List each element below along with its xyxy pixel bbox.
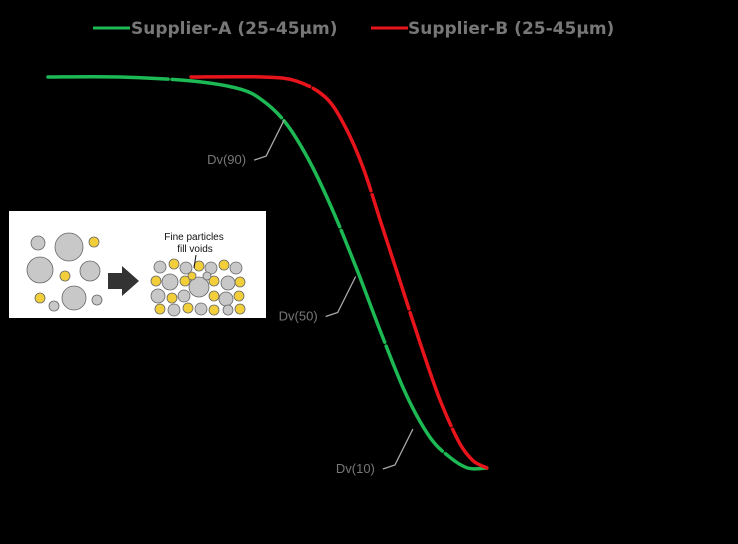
packed-fine-particle — [208, 290, 220, 302]
coarse-particle — [54, 232, 84, 262]
packed-fine-particle — [154, 303, 166, 315]
coarse-particle — [26, 256, 54, 284]
packed-fine-particle — [150, 275, 162, 287]
inset-illustration: Fine particles fill voids — [9, 211, 266, 318]
packed-fine-particle — [208, 304, 220, 316]
inset-caption-line1: Fine particles — [164, 232, 223, 243]
legend-label-supplier-b: Supplier-B (25-45µm) — [408, 19, 614, 39]
packed-coarse-particle — [204, 261, 218, 275]
annotation-leader-dv10 — [382, 428, 414, 470]
packed-fine-particle — [182, 302, 194, 314]
annotation-leader-dv50 — [325, 276, 357, 318]
legend: Supplier-A (25-45µm) Supplier-B (25-45µm… — [93, 19, 614, 39]
coarse-particle — [61, 285, 87, 311]
legend-label-supplier-a: Supplier-A (25-45µm) — [131, 19, 338, 39]
packed-coarse-particle — [188, 276, 210, 298]
packed-coarse-particle — [150, 288, 166, 304]
packed-fine-particle — [218, 259, 230, 271]
coarse-particle — [79, 260, 101, 282]
series-layer — [46, 74, 489, 471]
packed-coarse-particle — [220, 275, 236, 291]
fine-particle — [88, 236, 100, 248]
packed-coarse-particle — [202, 271, 212, 281]
packed-coarse-particle — [167, 303, 181, 317]
annotation-layer: Dv(90) Dv(50) Dv(10) — [207, 119, 414, 476]
coarse-particle — [48, 300, 60, 312]
coarse-particle — [30, 235, 46, 251]
packed-coarse-particle — [177, 289, 191, 303]
coarse-particle — [91, 294, 103, 306]
annotation-label-dv90: Dv(90) — [207, 152, 246, 167]
packed-fine-particle — [168, 258, 180, 270]
series-line-supplier-a — [46, 74, 489, 471]
packed-fine-particle — [208, 275, 220, 287]
packed-fine-particle — [166, 292, 178, 304]
packed-coarse-particle — [194, 302, 208, 316]
packed-coarse-particle — [161, 273, 179, 291]
packed-fine-particle — [179, 275, 191, 287]
fine-particle — [34, 292, 46, 304]
coarse-particles-group — [26, 232, 103, 312]
packed-fine-particle — [234, 276, 246, 288]
packed-fine-particle — [233, 290, 245, 302]
packed-coarse-particle — [229, 261, 243, 275]
packed-coarse-particle — [179, 261, 193, 275]
packed-fine-particle — [187, 271, 197, 281]
annotation-label-dv10: Dv(10) — [336, 461, 375, 476]
series-line-supplier-b — [189, 74, 489, 470]
inset-caption-line2: fill voids — [177, 244, 213, 255]
packed-coarse-particle — [222, 304, 234, 316]
inset-caption-pointer — [193, 254, 197, 269]
packed-particles-group — [150, 258, 246, 317]
fine-particle — [59, 270, 71, 282]
arrow-right-icon — [108, 266, 139, 296]
packed-coarse-particle — [153, 260, 167, 274]
packed-coarse-particle — [218, 291, 234, 307]
annotation-leader-dv90 — [253, 119, 285, 161]
packed-fine-particle — [193, 260, 205, 272]
packed-fine-particle — [234, 303, 246, 315]
annotation-label-dv50: Dv(50) — [279, 309, 318, 324]
